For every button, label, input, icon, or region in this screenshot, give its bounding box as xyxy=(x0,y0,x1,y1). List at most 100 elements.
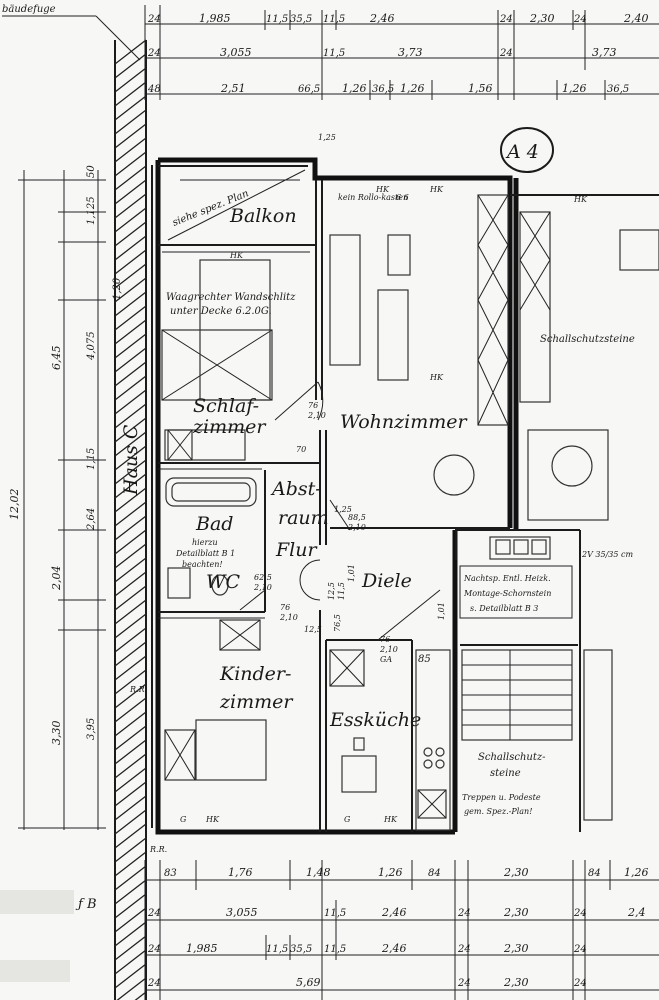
dim-bottom-r2-2: 11,5 xyxy=(324,908,346,919)
hatch-line xyxy=(114,697,147,723)
plan-id-label: A 4 xyxy=(505,141,539,163)
dim-bottom-r2-0: 24 xyxy=(147,908,161,919)
dim-bottom-r2-7: 2,4 xyxy=(627,906,646,919)
hatch-line xyxy=(114,81,147,107)
svg-text:G: G xyxy=(180,815,187,824)
plan-id-circle xyxy=(500,127,554,173)
dim-top-r3-6: 1,56 xyxy=(468,82,493,95)
dim-top-r2-2: 11,5 xyxy=(323,48,345,59)
hatch-line xyxy=(114,305,147,331)
hatch-line xyxy=(114,319,147,345)
hatch-line xyxy=(114,207,147,233)
svg-text:R.R.: R.R. xyxy=(149,845,167,854)
hatch-line xyxy=(114,277,147,303)
note-schallschutz-2: steine xyxy=(490,768,521,779)
hatch-line xyxy=(114,767,147,793)
dim-top-r1-5: 2,46 xyxy=(369,12,395,25)
svg-text:2,10: 2,10 xyxy=(379,645,398,654)
note-bad-3: beachten! xyxy=(182,560,223,569)
hatch-line xyxy=(114,753,147,779)
hatch-line xyxy=(114,599,147,625)
dim-left-inner-5: 1,15 xyxy=(86,448,97,470)
hatch-line xyxy=(114,151,147,177)
room-schlafzimmer-2: zimmer xyxy=(192,416,267,438)
note-schallschutz-right: Schallschutzsteine xyxy=(540,334,635,345)
room-abstellraum-2: raum xyxy=(278,507,329,529)
hatch-line xyxy=(114,725,147,751)
dim-left-inner-0: 50 xyxy=(86,165,97,178)
scan-smudge-2 xyxy=(0,960,70,982)
dim-bottom-r1-6: 84 xyxy=(588,868,601,879)
note-heizung-1: Nachtsp. Entl. Heizk. xyxy=(463,574,551,583)
hatch-line xyxy=(114,879,147,905)
dim-top-r1-6: 24 xyxy=(499,14,513,25)
svg-text:76: 76 xyxy=(308,401,318,410)
svg-text:HK: HK xyxy=(429,373,444,382)
svg-text:6 6: 6 6 xyxy=(396,193,409,202)
svg-text:88,5: 88,5 xyxy=(348,513,366,522)
dim-top-r3-3: 1,26 xyxy=(342,82,367,95)
hatch-line xyxy=(114,851,147,877)
bottom-dimension-chains: 83 1,76 1,48 1,26 84 2,30 84 1,26 24 3,0… xyxy=(144,860,659,1000)
hatch-line xyxy=(114,823,147,849)
dim-bottom-r3-2: 11,5 xyxy=(266,944,288,955)
dim-top-r1-4: 11,5 xyxy=(323,14,345,25)
note-treppen-1: Treppen u. Podeste xyxy=(462,793,541,802)
dim-bottom-r1-2: 1,48 xyxy=(306,866,331,879)
hatch-line xyxy=(114,193,147,219)
dim-left-inner-3: 4,075 xyxy=(86,331,97,361)
hatch-line xyxy=(114,935,147,961)
dim-top-r1-8: 24 xyxy=(573,14,587,25)
neighbour-wall-hatch xyxy=(114,39,147,1000)
dim-bottom-r1-3: 1,26 xyxy=(378,866,403,879)
dim-top-r2-1: 3,055 xyxy=(220,46,252,59)
dim-top-r2-3: 3,73 xyxy=(398,46,423,59)
hatch-line xyxy=(114,375,147,401)
hatch-line xyxy=(114,781,147,807)
hatch-line xyxy=(114,445,147,471)
dim-bottom-r4-0: 24 xyxy=(147,978,161,989)
door-dimension-labels: 76 2,10 1,25 88,5 2,10 76 1,01 76 2,10 G… xyxy=(253,401,446,665)
dim-top-r3-4: 36,5 xyxy=(372,84,394,95)
dim-bottom-r4-2: 24 xyxy=(457,978,471,989)
svg-text:1,01: 1,01 xyxy=(437,602,446,620)
svg-text:HK: HK xyxy=(375,185,390,194)
hatch-line xyxy=(114,501,147,527)
hatch-line xyxy=(114,627,147,653)
svg-text:1,25: 1,25 xyxy=(334,505,352,514)
hatch-line xyxy=(114,585,147,611)
dim-left-outer-0: 12,02 xyxy=(8,489,21,521)
room-flur: Flur xyxy=(275,539,318,561)
dim-left-mid-2: 3,30 xyxy=(50,721,63,746)
svg-text:76: 76 xyxy=(280,603,290,612)
hatch-line xyxy=(114,809,147,835)
svg-text:12,5: 12,5 xyxy=(327,582,336,600)
svg-text:HK: HK xyxy=(229,251,244,260)
dim-top-r1-0: 24 xyxy=(147,14,161,25)
hatch-line xyxy=(114,795,147,821)
dim-bottom-r2-3: 2,46 xyxy=(381,906,407,919)
svg-text:2,10: 2,10 xyxy=(347,523,366,532)
dim-bottom-r3-1: 1,985 xyxy=(186,942,218,955)
hatch-line xyxy=(114,739,147,765)
svg-text:2,10: 2,10 xyxy=(253,583,272,592)
svg-text:G: G xyxy=(344,815,351,824)
note-schallschutz-1: Schallschutz- xyxy=(478,752,546,763)
hatch-line xyxy=(114,53,147,79)
hatch-line xyxy=(114,263,147,289)
note-bad-1: hierzu xyxy=(192,538,218,547)
note-kein-rollladen: kein Rollo-kasten xyxy=(338,193,408,202)
room-wohnzimmer: Wohnzimmer xyxy=(340,411,469,433)
svg-text:HK: HK xyxy=(429,185,444,194)
left-dimension-chains: 12,02 6,45 2,04 3,30 50 1,125 1,20 4,075… xyxy=(8,165,123,830)
dim-top-r3-5: 1,26 xyxy=(400,82,425,95)
note-bad-2: Detailblatt B 1 xyxy=(175,549,235,558)
dim-bottom-r1-0: 83 xyxy=(164,868,177,879)
svg-text:2,10: 2,10 xyxy=(307,411,326,420)
scan-smudge-1 xyxy=(0,890,74,914)
dim-bottom-r3-7: 2,30 xyxy=(503,942,529,955)
hatch-line xyxy=(114,571,147,597)
note-voltage: 2V 35/35 cm xyxy=(581,550,633,559)
hatch-line xyxy=(114,109,147,135)
dim-top-r1-1: 1,985 xyxy=(199,12,231,25)
